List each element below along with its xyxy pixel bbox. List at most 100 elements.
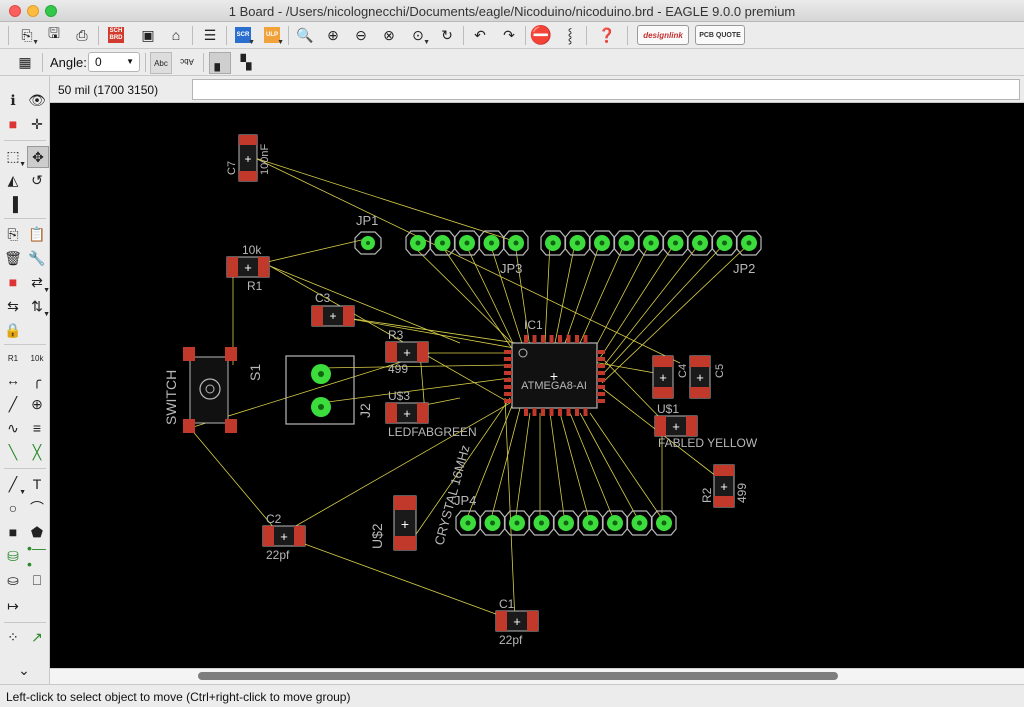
manufacturing-icon[interactable]: ⌂ (171, 27, 181, 43)
sch-brd-switch-button[interactable]: SCH BRD (108, 27, 124, 43)
zoom-last-icon[interactable]: ⊙▼ (412, 26, 430, 47)
info-icon[interactable]: ℹ (10, 91, 16, 108)
miter-icon[interactable]: ╭ (32, 371, 42, 388)
pcb-quote-button[interactable]: PCB QUOTE (695, 25, 745, 45)
route-multi-icon[interactable]: ≡ (32, 420, 42, 436)
ratsnest-icon[interactable]: ⁘ (7, 628, 19, 645)
redraw-icon[interactable]: ↻ (441, 26, 453, 43)
stop-icon[interactable]: ⛔ (529, 24, 553, 45)
show-icon[interactable]: 👁 (28, 91, 46, 108)
arc-icon[interactable]: ⌒ (30, 500, 44, 516)
horizontal-scrollbar[interactable] (50, 668, 1024, 684)
rotate-icon[interactable]: ↺ (31, 171, 43, 188)
zoom-fit-icon[interactable]: 🔍 (296, 26, 314, 43)
part-u1[interactable]: + U$1 FABLED YELLOW (654, 402, 758, 450)
gateswap-icon[interactable]: ⇅▼ (31, 297, 50, 319)
part-jp3[interactable] (405, 230, 529, 256)
lock-icon[interactable]: 🔒 (4, 321, 22, 338)
ratsnest-fill-icon[interactable]: ▖ (209, 52, 231, 74)
minimize-window-button[interactable] (27, 5, 39, 17)
meander-icon[interactable]: ∿ (7, 419, 19, 436)
svg-text:ATMEGA8-AI: ATMEGA8-AI (521, 380, 587, 392)
part-jp2[interactable] (540, 230, 762, 256)
redo-icon[interactable]: ↷ (503, 26, 515, 43)
part-c3[interactable]: + C3 (311, 291, 355, 327)
layer-settings-icon[interactable]: ■ (8, 116, 18, 132)
part-u3[interactable]: + U$3 LEDFABGREEN (385, 389, 477, 439)
split-icon[interactable]: ╱ (8, 395, 18, 412)
text-horizontal-button[interactable]: Abc (150, 52, 172, 74)
circle-icon[interactable]: ○ (8, 500, 18, 516)
go-icon[interactable]: ⸾ (567, 26, 573, 43)
align-icon[interactable]: ▐ (8, 196, 18, 212)
attribute-icon[interactable]: ⎕ (32, 571, 42, 588)
save-icon[interactable]: 🖫 (48, 25, 60, 41)
polygon-icon[interactable]: ⬟ (30, 523, 44, 540)
undo-icon[interactable]: ↶ (474, 26, 486, 43)
swap-icon[interactable]: ⇆ (7, 297, 19, 314)
zoom-select-icon[interactable]: ⊗ (383, 26, 395, 43)
part-r2[interactable]: + R2 499 (700, 464, 749, 508)
mirror-icon[interactable]: ◭ (7, 171, 19, 188)
part-c5[interactable]: + C5 (689, 355, 726, 399)
via-icon[interactable]: ⛁ (7, 547, 19, 564)
line-icon[interactable]: ╱▼ (8, 475, 26, 497)
replace-icon[interactable]: ⇄▼ (31, 273, 50, 295)
library-icon[interactable]: ☰ (203, 26, 217, 43)
part-c7[interactable]: + C7 100nF (226, 134, 271, 182)
part-jp4[interactable] (455, 510, 677, 536)
text-mirror-button[interactable]: Abc (180, 57, 194, 67)
command-line-input[interactable] (192, 79, 1020, 100)
wrench-icon[interactable]: 🔧 (28, 249, 46, 266)
paste-icon[interactable]: 📋 (28, 225, 46, 242)
board-canvas[interactable]: + C7 100nF JP1 JP3 JP2 JP4 + 10k R1 (50, 103, 1024, 668)
script-button[interactable]: SCR▼ (233, 25, 255, 46)
part-c1[interactable]: + C1 22pf (495, 597, 539, 647)
part-ic1[interactable]: + IC1 ATMEGA8-AI (504, 318, 605, 416)
hole-icon[interactable]: ⛀ (7, 571, 19, 588)
ulp-button[interactable]: ULP▼ (262, 25, 284, 46)
part-j2[interactable]: J2 (285, 355, 373, 425)
close-window-button[interactable] (9, 5, 21, 17)
help-icon[interactable]: ❓ (598, 26, 616, 43)
dimension-icon[interactable]: ↦ (7, 597, 19, 614)
value-icon[interactable]: 10k (30, 353, 44, 363)
zoom-in-icon[interactable]: ⊕ (327, 26, 339, 43)
part-c4[interactable]: + C4 (652, 355, 689, 399)
delete-icon[interactable]: 🗑 (4, 249, 22, 266)
add-part-icon[interactable]: ■ (8, 274, 18, 290)
ripup-icon[interactable]: ╳ (32, 443, 42, 460)
autorouter-icon[interactable]: ↗ (31, 628, 43, 645)
expand-palette-icon[interactable]: ⌄ (18, 661, 30, 678)
text-icon[interactable]: T (32, 476, 42, 492)
part-s1[interactable]: SWITCH S1 (163, 347, 263, 433)
smash-icon[interactable]: ↔ (6, 372, 20, 388)
angle-select[interactable]: 0▼ (88, 52, 140, 72)
ic-pin (597, 378, 605, 382)
rectangle-icon[interactable]: ■ (8, 524, 18, 540)
maximize-window-button[interactable] (45, 5, 57, 17)
open-file-icon[interactable]: ⎘▼ (21, 26, 39, 47)
part-r3[interactable]: + R3 499 (385, 328, 429, 376)
mark-icon[interactable]: ✛ (31, 115, 43, 132)
copy-icon[interactable]: ⎘ (7, 225, 19, 242)
svg-text:R2: R2 (700, 487, 714, 503)
ratsnest-outline-icon[interactable]: ▚ (240, 53, 252, 70)
zoom-out-icon[interactable]: ⊖ (355, 26, 367, 43)
part-jp1[interactable]: JP1 (354, 213, 382, 255)
signal-icon[interactable]: •—• (27, 540, 46, 572)
name-icon[interactable]: R1 (7, 353, 19, 363)
part-r1[interactable]: + 10k R1 (226, 243, 270, 293)
grid-icon[interactable]: ▦ (18, 53, 32, 70)
designlink-button[interactable]: designlink (637, 25, 689, 45)
svg-text:+: + (550, 368, 558, 384)
print-icon[interactable]: ⎙ (76, 26, 88, 43)
scrollbar-thumb[interactable] (198, 672, 838, 680)
part-c2[interactable]: + C2 22pf (262, 512, 306, 562)
route-icon[interactable]: ╲ (8, 443, 18, 460)
move-icon[interactable]: ✥ (27, 146, 49, 168)
cam-processor-icon[interactable]: ▣ (141, 26, 155, 43)
optimize-icon[interactable]: ⊕ (31, 395, 43, 412)
part-u2-crystal[interactable]: + U$2 CRYSTAL 16MHz (369, 443, 473, 551)
move-select-icon[interactable]: ⬚▼ (6, 147, 26, 169)
